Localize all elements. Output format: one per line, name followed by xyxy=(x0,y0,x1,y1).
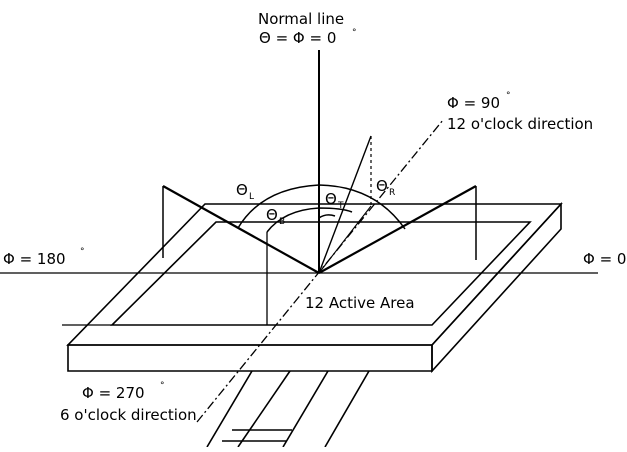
svg-text:T: T xyxy=(337,201,344,211)
phi-180-label: Φ = 180 ° xyxy=(3,247,85,268)
theta-phi-zero-label: Θ = Φ = 0 ° xyxy=(259,28,357,47)
twelve-oclock-label: 12 o'clock direction xyxy=(447,115,593,133)
normal-line-label: Normal line xyxy=(258,10,344,28)
theta-r-label: Θ R xyxy=(376,177,395,198)
svg-text:L: L xyxy=(249,192,254,202)
theta-b-arc xyxy=(266,207,353,233)
svg-text:R: R xyxy=(389,188,395,198)
svg-text:Φ = 270: Φ = 270 xyxy=(82,384,145,402)
theta-l-label: Θ L xyxy=(236,181,254,202)
svg-text:B: B xyxy=(279,217,285,227)
theta-lr-arc xyxy=(237,184,406,230)
phi-0-label: Φ = 0 xyxy=(583,250,626,268)
theta-t-label: Θ T xyxy=(325,190,344,211)
svg-text:Θ: Θ xyxy=(236,181,248,199)
svg-text:°: ° xyxy=(506,91,511,101)
panel-slab xyxy=(66,201,563,374)
theta-t-arc xyxy=(318,214,336,219)
svg-text:°: ° xyxy=(352,28,357,38)
panel-side-face xyxy=(431,201,562,374)
svg-text:°: ° xyxy=(160,381,165,391)
svg-text:Φ = 180: Φ = 180 xyxy=(3,250,66,268)
panel-top-face xyxy=(66,203,563,346)
phi-270-label: Φ = 270 ° xyxy=(82,381,165,402)
panel-front-face xyxy=(67,344,433,372)
theta-b-label: Θ B xyxy=(266,206,285,227)
svg-text:Θ: Θ xyxy=(376,177,388,195)
cone-uprights xyxy=(162,186,477,260)
six-oclock-label: 6 o'clock direction xyxy=(60,406,197,424)
svg-text:Φ = 90: Φ = 90 xyxy=(447,94,500,112)
viewing-cone xyxy=(162,185,477,274)
svg-text:°: ° xyxy=(80,247,85,257)
stand xyxy=(206,370,370,448)
angle-arcs xyxy=(237,184,406,233)
svg-text:Θ = Φ = 0: Θ = Φ = 0 xyxy=(259,29,336,47)
active-area-outline xyxy=(110,221,532,326)
svg-text:Θ: Θ xyxy=(325,190,337,208)
phi-90-label: Φ = 90 ° xyxy=(447,91,511,112)
svg-text:Θ: Θ xyxy=(266,206,278,224)
reference-lines xyxy=(0,272,598,326)
top-angle-ray xyxy=(318,135,372,274)
active-area-label: 12 Active Area xyxy=(305,294,415,312)
